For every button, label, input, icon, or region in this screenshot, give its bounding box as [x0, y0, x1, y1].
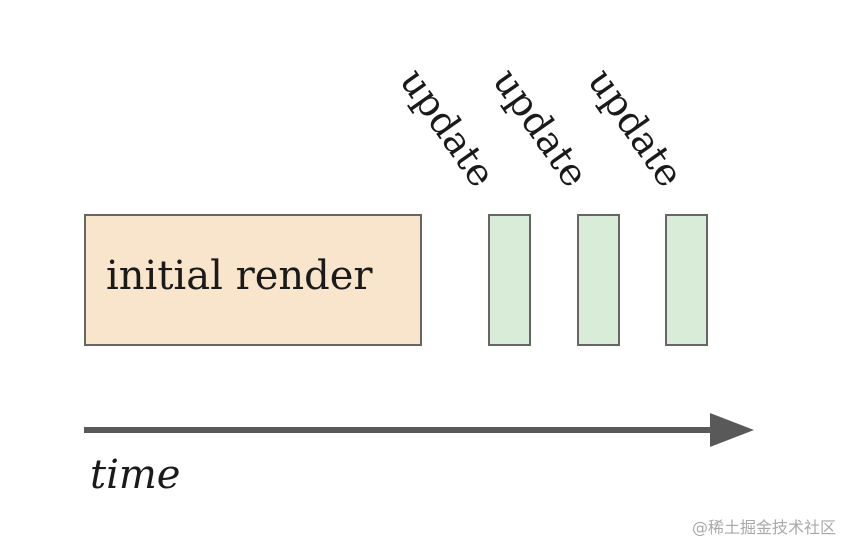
initial-render-label: initial render [106, 253, 373, 299]
update-box [665, 214, 708, 346]
update-box [577, 214, 620, 346]
initial-render-box: initial render [84, 214, 422, 346]
time-axis-arrowhead [710, 413, 754, 447]
update-box [488, 214, 531, 346]
time-axis-label: time [90, 452, 181, 498]
watermark: @稀土掘金技术社区 [691, 518, 836, 537]
